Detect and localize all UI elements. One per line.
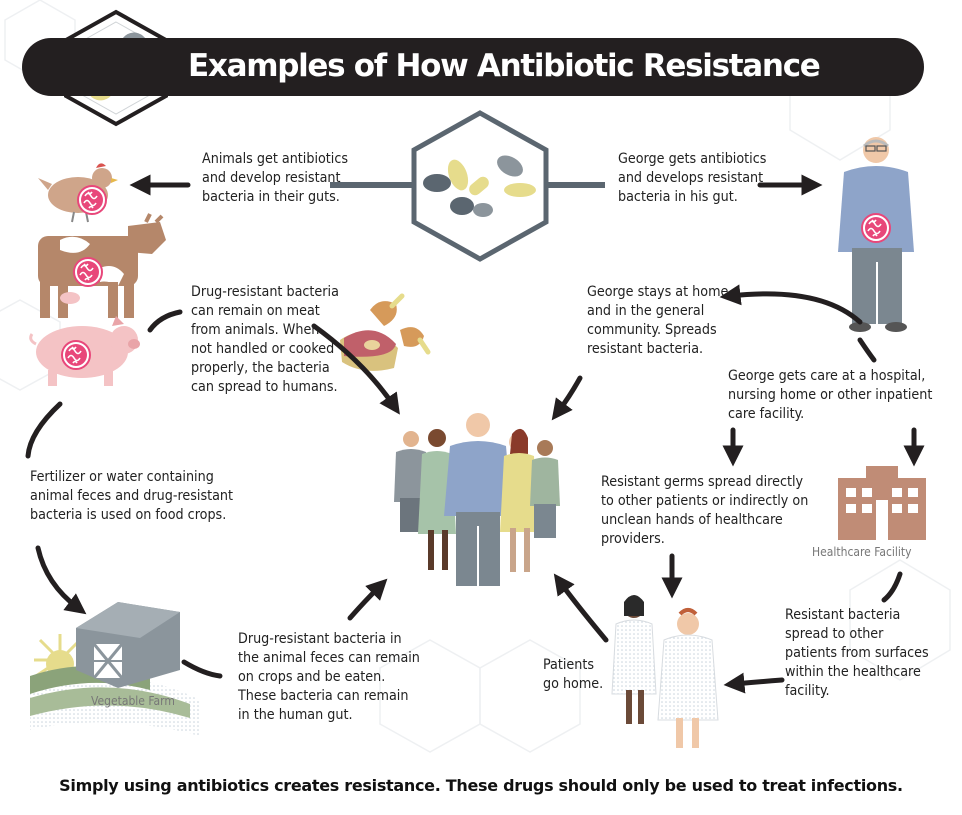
step-george-home: George stays at home and in the general … (587, 284, 729, 357)
arc-pig-to-fertilizer (25, 401, 63, 459)
arrow-home-to-crowd (551, 375, 583, 421)
arrow-meat-to-crowd (311, 323, 400, 415)
healthcare-facility-label: Healthcare Facility (812, 545, 912, 559)
arc-george-down (857, 337, 877, 363)
vegetable-farm-icon (30, 602, 200, 736)
pills-icon (330, 110, 605, 262)
flow-arrows (25, 174, 925, 694)
step-patients-home: Patients go home. (543, 657, 604, 692)
step-george-gets-antibiotics: George gets antibiotics and develops res… (618, 151, 767, 205)
step-surfaces: Resistant bacteria spread to other patie… (785, 607, 929, 699)
arc-farm-to-crops (181, 659, 223, 679)
arrow-patients-to-crowd (553, 573, 609, 643)
patients-figure (611, 595, 719, 748)
step-germs-spread: Resistant germs spread directly to other… (601, 474, 809, 547)
step-george-care: George gets care at a hospital, nursing … (728, 368, 933, 422)
step-animals-get-antibiotics: Animals get antibiotics and develop resi… (202, 151, 349, 205)
footer-note: Simply using antibiotics creates resista… (59, 776, 903, 795)
step-crops: Drug-resistant bacteria in the animal fe… (238, 631, 420, 723)
step-fertilizer: Fertilizer or water containing animal fe… (30, 469, 234, 523)
arrow-crops-to-crowd (347, 578, 388, 621)
chicken-icon (38, 163, 118, 223)
arc-facility-down (881, 571, 903, 603)
title-bar (22, 38, 924, 96)
vegetable-farm-label: Vegetable Farm (91, 694, 175, 708)
arrow-fertilizer-to-farm (35, 545, 87, 615)
arrow-surfaces-to-patients (723, 672, 785, 694)
arc-pig-to-meat (147, 309, 183, 333)
george-figure (838, 137, 914, 332)
pig-icon (29, 316, 140, 386)
page-title: Examples of How Antibiotic Resistance Sp… (188, 48, 821, 132)
step-meat: Drug-resistant bacteria can remain on me… (191, 284, 339, 395)
cow-icon (38, 213, 166, 318)
crowd-of-people (394, 413, 560, 586)
arrow-george-home (719, 284, 863, 325)
healthcare-facility-building (838, 466, 926, 540)
